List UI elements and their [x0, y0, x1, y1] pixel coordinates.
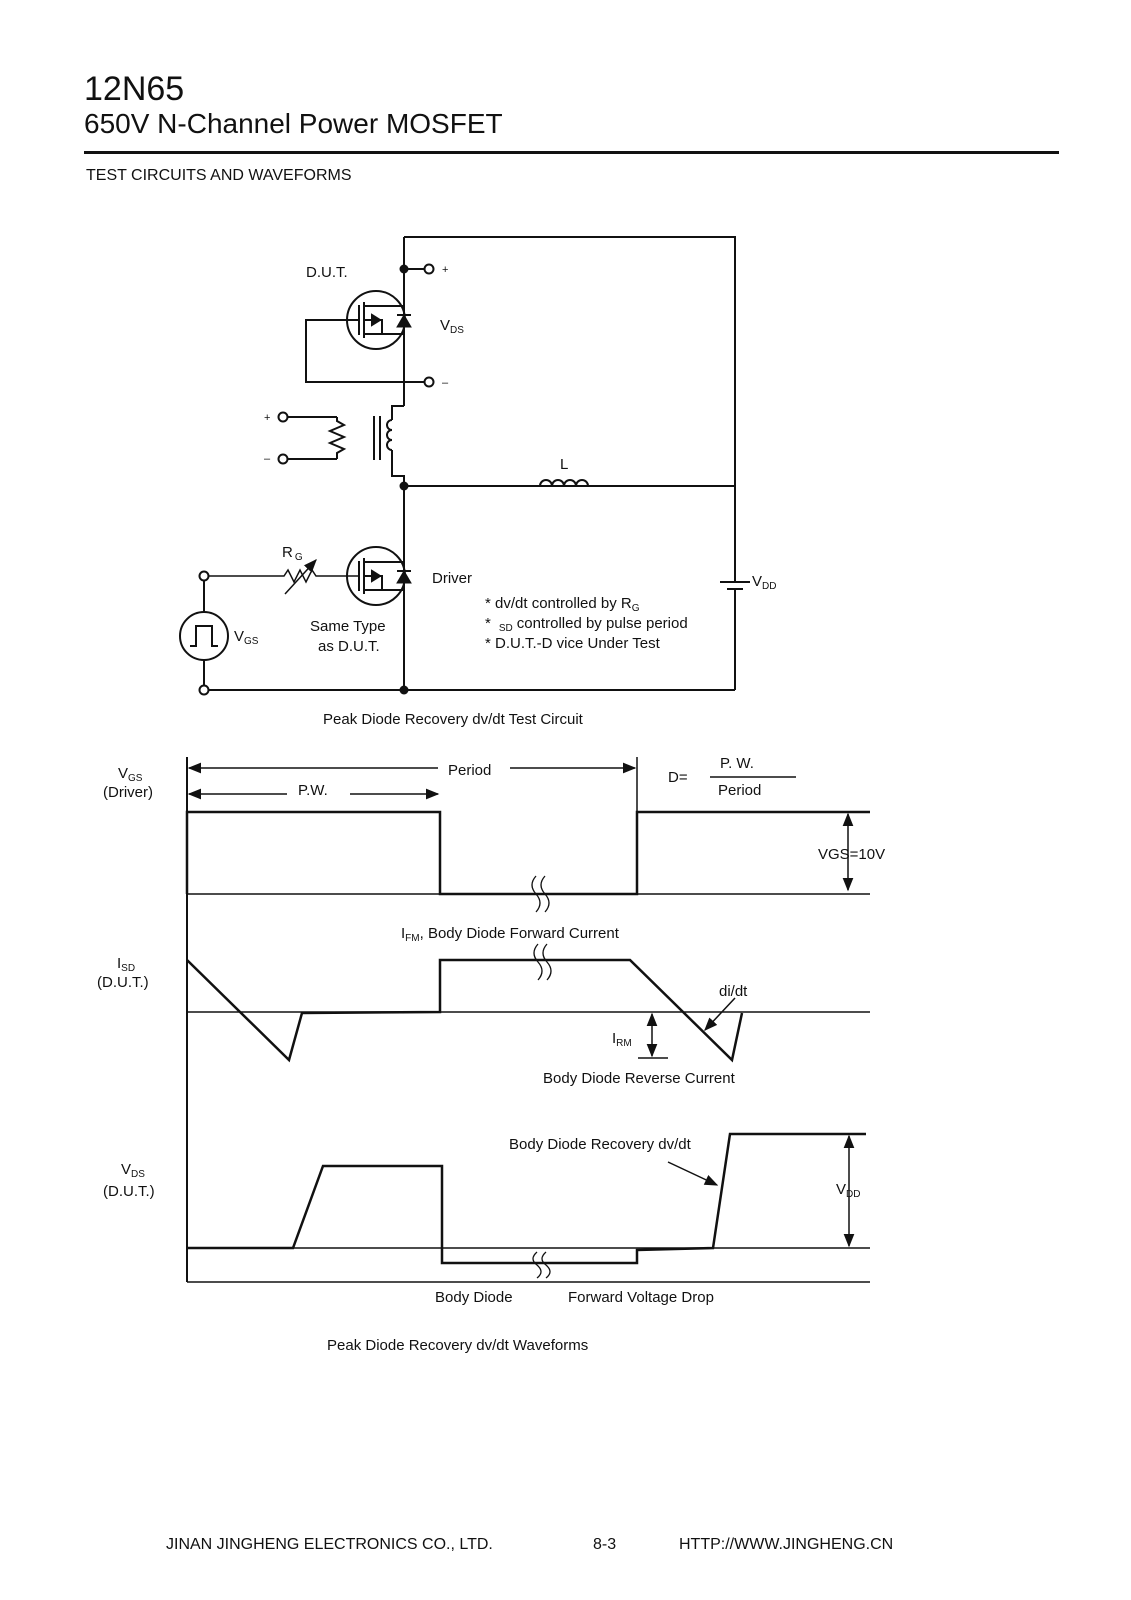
inductor-l — [539, 479, 589, 487]
inductor-label: L — [560, 456, 568, 473]
vdd-label: VDD — [752, 573, 776, 592]
gate-resistor-rg — [204, 559, 359, 595]
same-type-label-line2: as D.U.T. — [318, 638, 380, 655]
footer-page-number: 8-3 — [593, 1536, 617, 1553]
vds-dut-label-line2: (D.U.T.) — [103, 1183, 155, 1200]
transformer-minus-label: – — [264, 453, 271, 465]
pw-label: P.W. — [298, 782, 328, 799]
time-break-mark — [532, 1251, 551, 1279]
reverse-current-label: Body Diode Reverse Current — [543, 1070, 736, 1087]
page-header: 12N65 650V N-Channel Power MOSFET — [84, 70, 1064, 140]
section-heading: TEST CIRCUITS AND WAVEFORMS — [86, 167, 352, 184]
duty-denominator: Period — [718, 782, 761, 799]
dut-mosfet-symbol — [305, 290, 412, 383]
header-rule — [84, 151, 1059, 154]
vgs-pulse-source — [179, 581, 229, 686]
transformer-minus-terminal — [277, 453, 289, 465]
recovery-label: Body Diode Recovery dv/dt — [509, 1136, 692, 1153]
ifm-label: IFM, Body Diode Forward Current — [401, 925, 620, 944]
vgs-source-label: VGS — [234, 628, 259, 647]
vdd-level-label: VDD — [836, 1181, 860, 1200]
vgs-driver-label: VGS — [118, 765, 143, 784]
body-diode-label: Body Diode — [435, 1289, 513, 1306]
time-break-mark — [533, 943, 552, 981]
vds-plus-label: + — [442, 264, 448, 276]
forward-drop-label: Forward Voltage Drop — [568, 1289, 714, 1306]
part-title: 650V N-Channel Power MOSFET — [84, 108, 503, 139]
irm-label: IRM — [612, 1030, 632, 1049]
transformer-plus-terminal — [277, 411, 289, 423]
isd-label: ISD — [117, 955, 135, 974]
vdd-source — [720, 581, 750, 597]
junction-dot — [399, 481, 409, 491]
didt-label: di/dt — [719, 983, 748, 1000]
vds-label: VDS — [440, 317, 464, 336]
note-dut: * D.U.T.-D vice Under Test — [485, 635, 661, 652]
footer-url: HTTP://WWW.JINGHENG.CN — [679, 1536, 894, 1553]
vgs-level-label: VGS=10V — [818, 846, 885, 863]
junction-dot — [399, 685, 409, 695]
transformer-plus-label: + — [264, 412, 270, 424]
time-break-mark — [531, 875, 550, 913]
didt-pointer — [704, 997, 736, 1031]
duty-prefix: D= — [668, 769, 688, 786]
vgs-upper-terminal — [198, 570, 210, 582]
recovery-pointer — [667, 1161, 719, 1186]
vgs-trace — [185, 810, 870, 896]
same-type-label: Same Type — [310, 618, 386, 635]
vds-dut-label: VDS — [121, 1161, 145, 1180]
vds-minus-label: – — [442, 377, 449, 389]
vds-plus-terminal — [423, 263, 435, 275]
waveform-diagram — [185, 757, 870, 1283]
duty-numerator: P. W. — [720, 755, 754, 772]
junction-dot — [399, 264, 409, 274]
dut-label: D.U.T. — [306, 264, 348, 281]
waveform-caption: Peak Diode Recovery dv/dt Waveforms — [327, 1337, 588, 1354]
vgs-driver-label-line2: (Driver) — [103, 784, 153, 801]
part-number: 12N65 — [84, 70, 185, 108]
pulse-transformer — [288, 405, 405, 486]
circuit-caption: Peak Diode Recovery dv/dt Test Circuit — [323, 711, 584, 728]
driver-label: Driver — [432, 570, 472, 587]
isd-trace — [186, 958, 744, 1063]
isd-label-line2: (D.U.T.) — [97, 974, 149, 991]
footer-company: JINAN JINGHENG ELECTRONICS CO., LTD. — [166, 1536, 493, 1553]
note-dvdt: * dv/dt controlled by RG — [485, 595, 640, 614]
vds-trace — [187, 1132, 866, 1265]
vgs-lower-terminal — [198, 684, 210, 696]
period-label: Period — [448, 762, 491, 779]
circuit-outer-wire — [404, 236, 736, 582]
vds-minus-terminal — [423, 376, 435, 388]
